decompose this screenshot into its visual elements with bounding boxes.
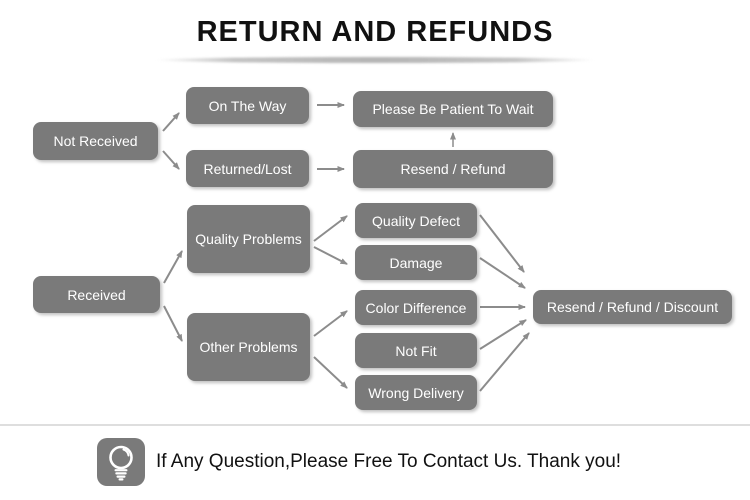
- lightbulb-icon: [97, 438, 145, 486]
- node-color-difference: Color Difference: [355, 290, 477, 325]
- node-please-be-patient: Please Be Patient To Wait: [353, 91, 553, 127]
- node-quality-defect: Quality Defect: [355, 203, 477, 238]
- node-not-fit: Not Fit: [355, 333, 477, 368]
- arrow-not-received-to-on-the-way: [162, 112, 180, 132]
- arrow-not-fit-to-discount: [479, 319, 527, 350]
- arrow-quality-problems-to-damage: [313, 246, 348, 265]
- arrow-received-to-other-problems: [163, 305, 183, 342]
- node-resend-refund: Resend / Refund: [353, 150, 553, 188]
- page-title: RETURN AND REFUNDS: [196, 16, 554, 48]
- node-other-problems: Other Problems: [187, 313, 310, 381]
- node-received: Received: [33, 276, 160, 313]
- arrow-quality-problems-to-quality-defect: [313, 215, 348, 242]
- arrow-not-received-to-returned-lost: [162, 150, 180, 170]
- node-on-the-way: On The Way: [186, 87, 309, 124]
- arrow-quality-defect-to-discount: [479, 214, 525, 273]
- node-not-received: Not Received: [33, 122, 158, 160]
- footer-divider: [0, 424, 750, 426]
- arrow-other-problems-to-color-difference: [313, 310, 348, 337]
- node-quality-problems: Quality Problems: [187, 205, 310, 273]
- arrow-wrong-delivery-to-discount: [479, 332, 530, 392]
- node-wrong-delivery: Wrong Delivery: [355, 375, 477, 410]
- arrow-other-problems-to-wrong-delivery: [313, 356, 348, 389]
- arrow-received-to-quality-problems: [163, 250, 183, 284]
- title-underline-shadow: [155, 57, 595, 63]
- node-damage: Damage: [355, 245, 477, 280]
- node-resend-refund-discount: Resend / Refund / Discount: [533, 290, 732, 324]
- node-returned-lost: Returned/Lost: [186, 150, 309, 187]
- contact-message: If Any Question,Please Free To Contact U…: [156, 451, 622, 472]
- arrow-damage-to-discount: [479, 257, 526, 289]
